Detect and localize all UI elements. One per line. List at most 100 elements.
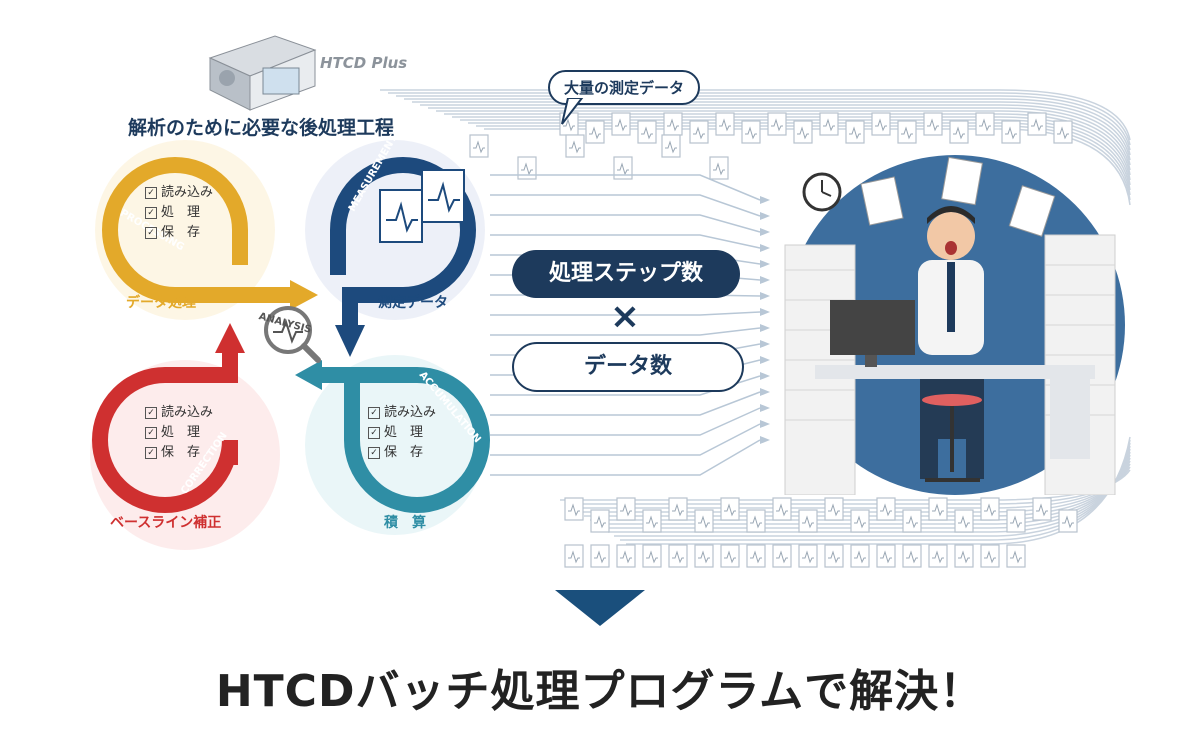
data-file-icon xyxy=(564,544,584,568)
data-file-icon xyxy=(613,156,633,180)
checklist-item: ✓読み込み xyxy=(368,403,436,423)
correction-loop xyxy=(92,350,238,513)
correction-label: ベースライン補正 xyxy=(110,515,222,531)
data-file-icon xyxy=(1027,112,1047,136)
data-file-icon xyxy=(798,544,818,568)
data-file-icon xyxy=(876,497,896,521)
document-icon xyxy=(379,189,423,243)
correction-checklist: ✓読み込み ✓処 理 ✓保 存 xyxy=(145,403,213,463)
data-file-icon xyxy=(637,120,657,144)
measurement-arrow-head xyxy=(335,325,365,357)
data-file-icon xyxy=(741,120,761,144)
data-file-icon xyxy=(772,544,792,568)
checklist-item: ✓処 理 xyxy=(145,423,213,443)
data-file-icon xyxy=(1053,120,1073,144)
data-file-icon xyxy=(590,544,610,568)
data-file-icon xyxy=(746,544,766,568)
data-file-icon xyxy=(709,156,729,180)
data-file-icon xyxy=(949,120,969,144)
data-file-icon xyxy=(1032,497,1052,521)
data-file-icon xyxy=(975,112,995,136)
checklist-item: ✓処 理 xyxy=(368,423,436,443)
data-file-icon xyxy=(585,120,605,144)
checklist-item: ✓読み込み xyxy=(145,183,213,203)
data-stream-arrow xyxy=(490,372,770,396)
workflow-diagram xyxy=(90,140,490,550)
accumulation-label: 積 算 xyxy=(384,515,426,531)
data-stream-arrow xyxy=(490,308,770,316)
data-file-icon xyxy=(850,544,870,568)
data-file-icon xyxy=(694,544,714,568)
data-stream-arrow xyxy=(490,420,770,456)
data-file-icon xyxy=(668,544,688,568)
overwhelmed-worker-illustration xyxy=(784,155,1125,495)
measurement-label: 測定データ xyxy=(378,295,448,311)
data-file-icon xyxy=(590,509,610,533)
formula-term-steps: 処理ステップ数 xyxy=(512,250,740,298)
checklist-item: ✓保 存 xyxy=(145,223,213,243)
data-file-icon xyxy=(980,544,1000,568)
data-file-icon xyxy=(876,544,896,568)
formula-operator: × xyxy=(609,296,641,337)
accumulation-arrow-head xyxy=(295,360,322,390)
data-file-icon xyxy=(565,134,585,158)
data-file-icon xyxy=(720,497,740,521)
accumulation-checklist: ✓読み込み ✓処 理 ✓保 存 xyxy=(368,403,436,463)
data-file-icon xyxy=(902,509,922,533)
checklist-item: ✓読み込み xyxy=(145,403,213,423)
correction-arrow-head xyxy=(215,323,245,353)
data-file-icon xyxy=(469,134,489,158)
data-file-icon xyxy=(902,544,922,568)
workflow-title: 解析のために必要な後処理工程 xyxy=(128,117,395,139)
formula-term-data: データ数 xyxy=(512,342,744,392)
checklist-item: ✓保 存 xyxy=(145,443,213,463)
data-file-icon xyxy=(642,544,662,568)
data-file-icon xyxy=(694,509,714,533)
accumulation-loop xyxy=(320,367,490,513)
data-file-icon xyxy=(819,112,839,136)
data-stream-arrow xyxy=(490,214,770,236)
data-file-icon xyxy=(1058,509,1078,533)
data-file-icon xyxy=(564,497,584,521)
data-file-icon xyxy=(897,120,917,144)
data-file-icon xyxy=(772,497,792,521)
data-file-icon xyxy=(663,112,683,136)
data-stream-arrow xyxy=(490,194,770,220)
data-file-icon xyxy=(954,509,974,533)
data-file-icon xyxy=(923,112,943,136)
data-stream-arrow xyxy=(490,174,770,204)
data-file-icon xyxy=(616,544,636,568)
document-icon xyxy=(421,169,465,223)
data-file-icon xyxy=(611,112,631,136)
data-stream-arrow xyxy=(490,436,770,476)
data-file-icon xyxy=(1006,509,1026,533)
data-file-icon xyxy=(1001,120,1021,144)
data-file-icon xyxy=(850,509,870,533)
conclusion-headline: HTCDバッチ処理プログラムで解決！ xyxy=(215,666,985,717)
checklist-item: ✓保 存 xyxy=(368,443,436,463)
checklist-item: ✓処 理 xyxy=(145,203,213,223)
data-stream-arrow xyxy=(490,324,770,336)
data-file-icon xyxy=(928,497,948,521)
data-file-icon xyxy=(661,134,681,158)
processing-label: データ処理 xyxy=(126,295,196,311)
data-file-icon xyxy=(824,544,844,568)
data-file-icon xyxy=(715,112,735,136)
data-file-icon xyxy=(1006,544,1026,568)
data-file-icon xyxy=(871,112,891,136)
processing-arrow-head xyxy=(290,280,318,310)
data-stream-arrow xyxy=(490,234,770,252)
data-file-icon xyxy=(668,497,688,521)
data-file-icon xyxy=(824,497,844,521)
data-file-icon xyxy=(767,112,787,136)
data-file-icon xyxy=(954,544,974,568)
data-stream-arrow xyxy=(490,388,770,416)
data-file-icon xyxy=(798,509,818,533)
data-file-icon xyxy=(746,509,766,533)
data-file-icon xyxy=(720,544,740,568)
device-name: HTCD Plus xyxy=(320,54,408,72)
callout-tail xyxy=(561,98,584,125)
data-file-icon xyxy=(928,544,948,568)
data-file-icon xyxy=(616,497,636,521)
data-stream-background xyxy=(380,89,1131,568)
